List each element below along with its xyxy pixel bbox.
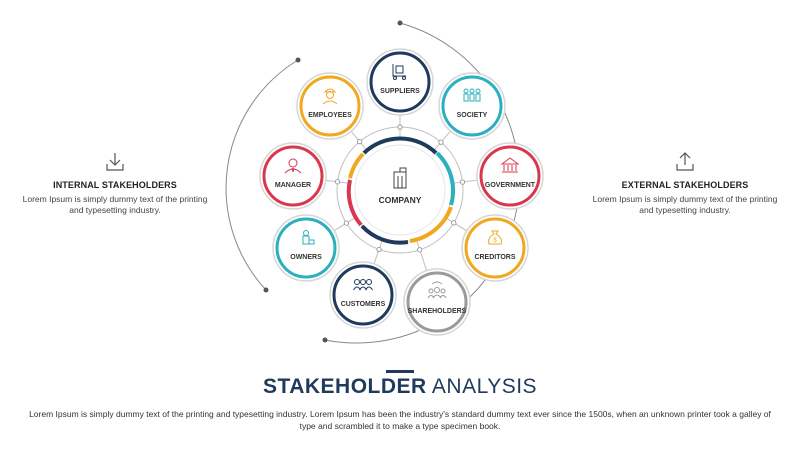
connector-dot-employees xyxy=(357,139,363,145)
svg-text:$: $ xyxy=(493,238,497,244)
node-employees-label: EMPLOYEES xyxy=(308,112,352,119)
connectors-group xyxy=(325,115,478,271)
node-suppliers-label: SUPPLIERS xyxy=(380,88,420,95)
connector-dot-government xyxy=(459,179,466,185)
node-owners-label: OWNERS xyxy=(290,254,322,261)
internal-stakeholders-panel: INTERNAL STAKEHOLDERS Lorem Ipsum is sim… xyxy=(15,150,215,216)
worker-icon xyxy=(322,88,338,105)
node-shareholders: SHAREHOLDERS xyxy=(403,268,471,336)
description: Lorem Ipsum is simply dummy text of the … xyxy=(29,409,771,431)
center-arc-bottom xyxy=(360,224,409,245)
node-society-label: SOCIETY xyxy=(457,112,488,119)
external-stakeholders-panel: EXTERNAL STAKEHOLDERS Lorem Ipsum is sim… xyxy=(585,150,785,216)
title-accent-bar xyxy=(386,370,414,373)
node-customers: CUSTOMERS xyxy=(329,261,397,329)
outer-arc-left xyxy=(225,59,299,291)
node-suppliers-ring xyxy=(369,51,431,113)
node-employees-ring xyxy=(299,75,361,137)
connector-shareholders xyxy=(415,239,428,271)
page-title: STAKEHOLDER ANALYSIS xyxy=(0,375,800,399)
upload-icon xyxy=(676,152,694,171)
node-society: SOCIETY xyxy=(438,72,506,140)
customers-icon xyxy=(353,279,373,291)
node-customers-label: CUSTOMERS xyxy=(341,301,386,308)
center-arc-bottom-right xyxy=(409,206,453,243)
node-creditors-label: CREDITORS xyxy=(474,254,515,261)
node-suppliers: SUPPLIERS xyxy=(366,48,434,116)
outer-arc-right xyxy=(324,22,520,344)
internal-text: Lorem Ipsum is simply dummy text of the … xyxy=(22,194,208,215)
node-shareholders-ring xyxy=(406,271,468,333)
connector-dot-manager xyxy=(334,179,341,185)
download-icon xyxy=(106,153,124,171)
node-owners-ring xyxy=(275,217,337,279)
building-icon xyxy=(393,167,407,189)
external-title: EXTERNAL STAKEHOLDERS xyxy=(621,180,749,190)
node-shareholders-label: SHAREHOLDERS xyxy=(408,308,467,315)
outer-arc-left-end-dot xyxy=(263,287,269,293)
outer-arc-left-dot xyxy=(295,57,301,63)
outer-arc-right-end-dot xyxy=(322,337,328,343)
nodes-group: SUPPLIERS SOCIETY GOVERNMENT $ CREDITORS SHAR… xyxy=(259,48,544,336)
connector-dot-owners xyxy=(343,220,349,226)
node-customers-ring xyxy=(332,264,394,326)
title-normal: ANALYSIS xyxy=(431,375,538,398)
owner-icon xyxy=(302,230,315,245)
connector-dot-shareholders xyxy=(417,247,423,253)
connector-dot-society xyxy=(438,139,444,145)
center-arc-right xyxy=(435,151,455,206)
center-inner xyxy=(354,144,446,236)
node-employees: EMPLOYEES xyxy=(296,72,364,140)
center-label: COMPANY xyxy=(379,195,422,205)
title-bold: STAKEHOLDER xyxy=(262,375,427,398)
internal-title: INTERNAL STAKEHOLDERS xyxy=(53,180,177,190)
center-arc-upper-left xyxy=(348,152,365,179)
external-text: Lorem Ipsum is simply dummy text of the … xyxy=(592,194,778,215)
connector-dot-creditors xyxy=(451,220,457,226)
group-icon xyxy=(427,281,447,299)
manager-icon xyxy=(284,158,302,174)
outer-arc-right-dot xyxy=(397,20,403,26)
node-owners: OWNERS xyxy=(272,214,340,282)
node-society-ring xyxy=(441,75,503,137)
node-creditors-ring xyxy=(464,217,526,279)
connector-dot-customers xyxy=(376,246,382,253)
bank-icon xyxy=(500,157,520,173)
node-manager-label: MANAGER xyxy=(275,182,311,189)
node-government-label: GOVERNMENT xyxy=(485,182,536,189)
connector-dot-suppliers xyxy=(397,124,403,130)
trolley-icon xyxy=(392,64,406,80)
node-government-ring xyxy=(479,145,541,207)
node-government: GOVERNMENT xyxy=(476,142,544,210)
moneybag-icon: $ xyxy=(488,230,502,245)
node-manager-ring xyxy=(262,145,324,207)
people-icon xyxy=(463,88,481,102)
node-creditors: $ CREDITORS xyxy=(461,214,529,282)
node-manager: MANAGER xyxy=(259,142,327,210)
center-arc-left xyxy=(346,179,363,227)
center-arc-top xyxy=(362,136,438,155)
center-node: COMPANY xyxy=(346,136,455,245)
